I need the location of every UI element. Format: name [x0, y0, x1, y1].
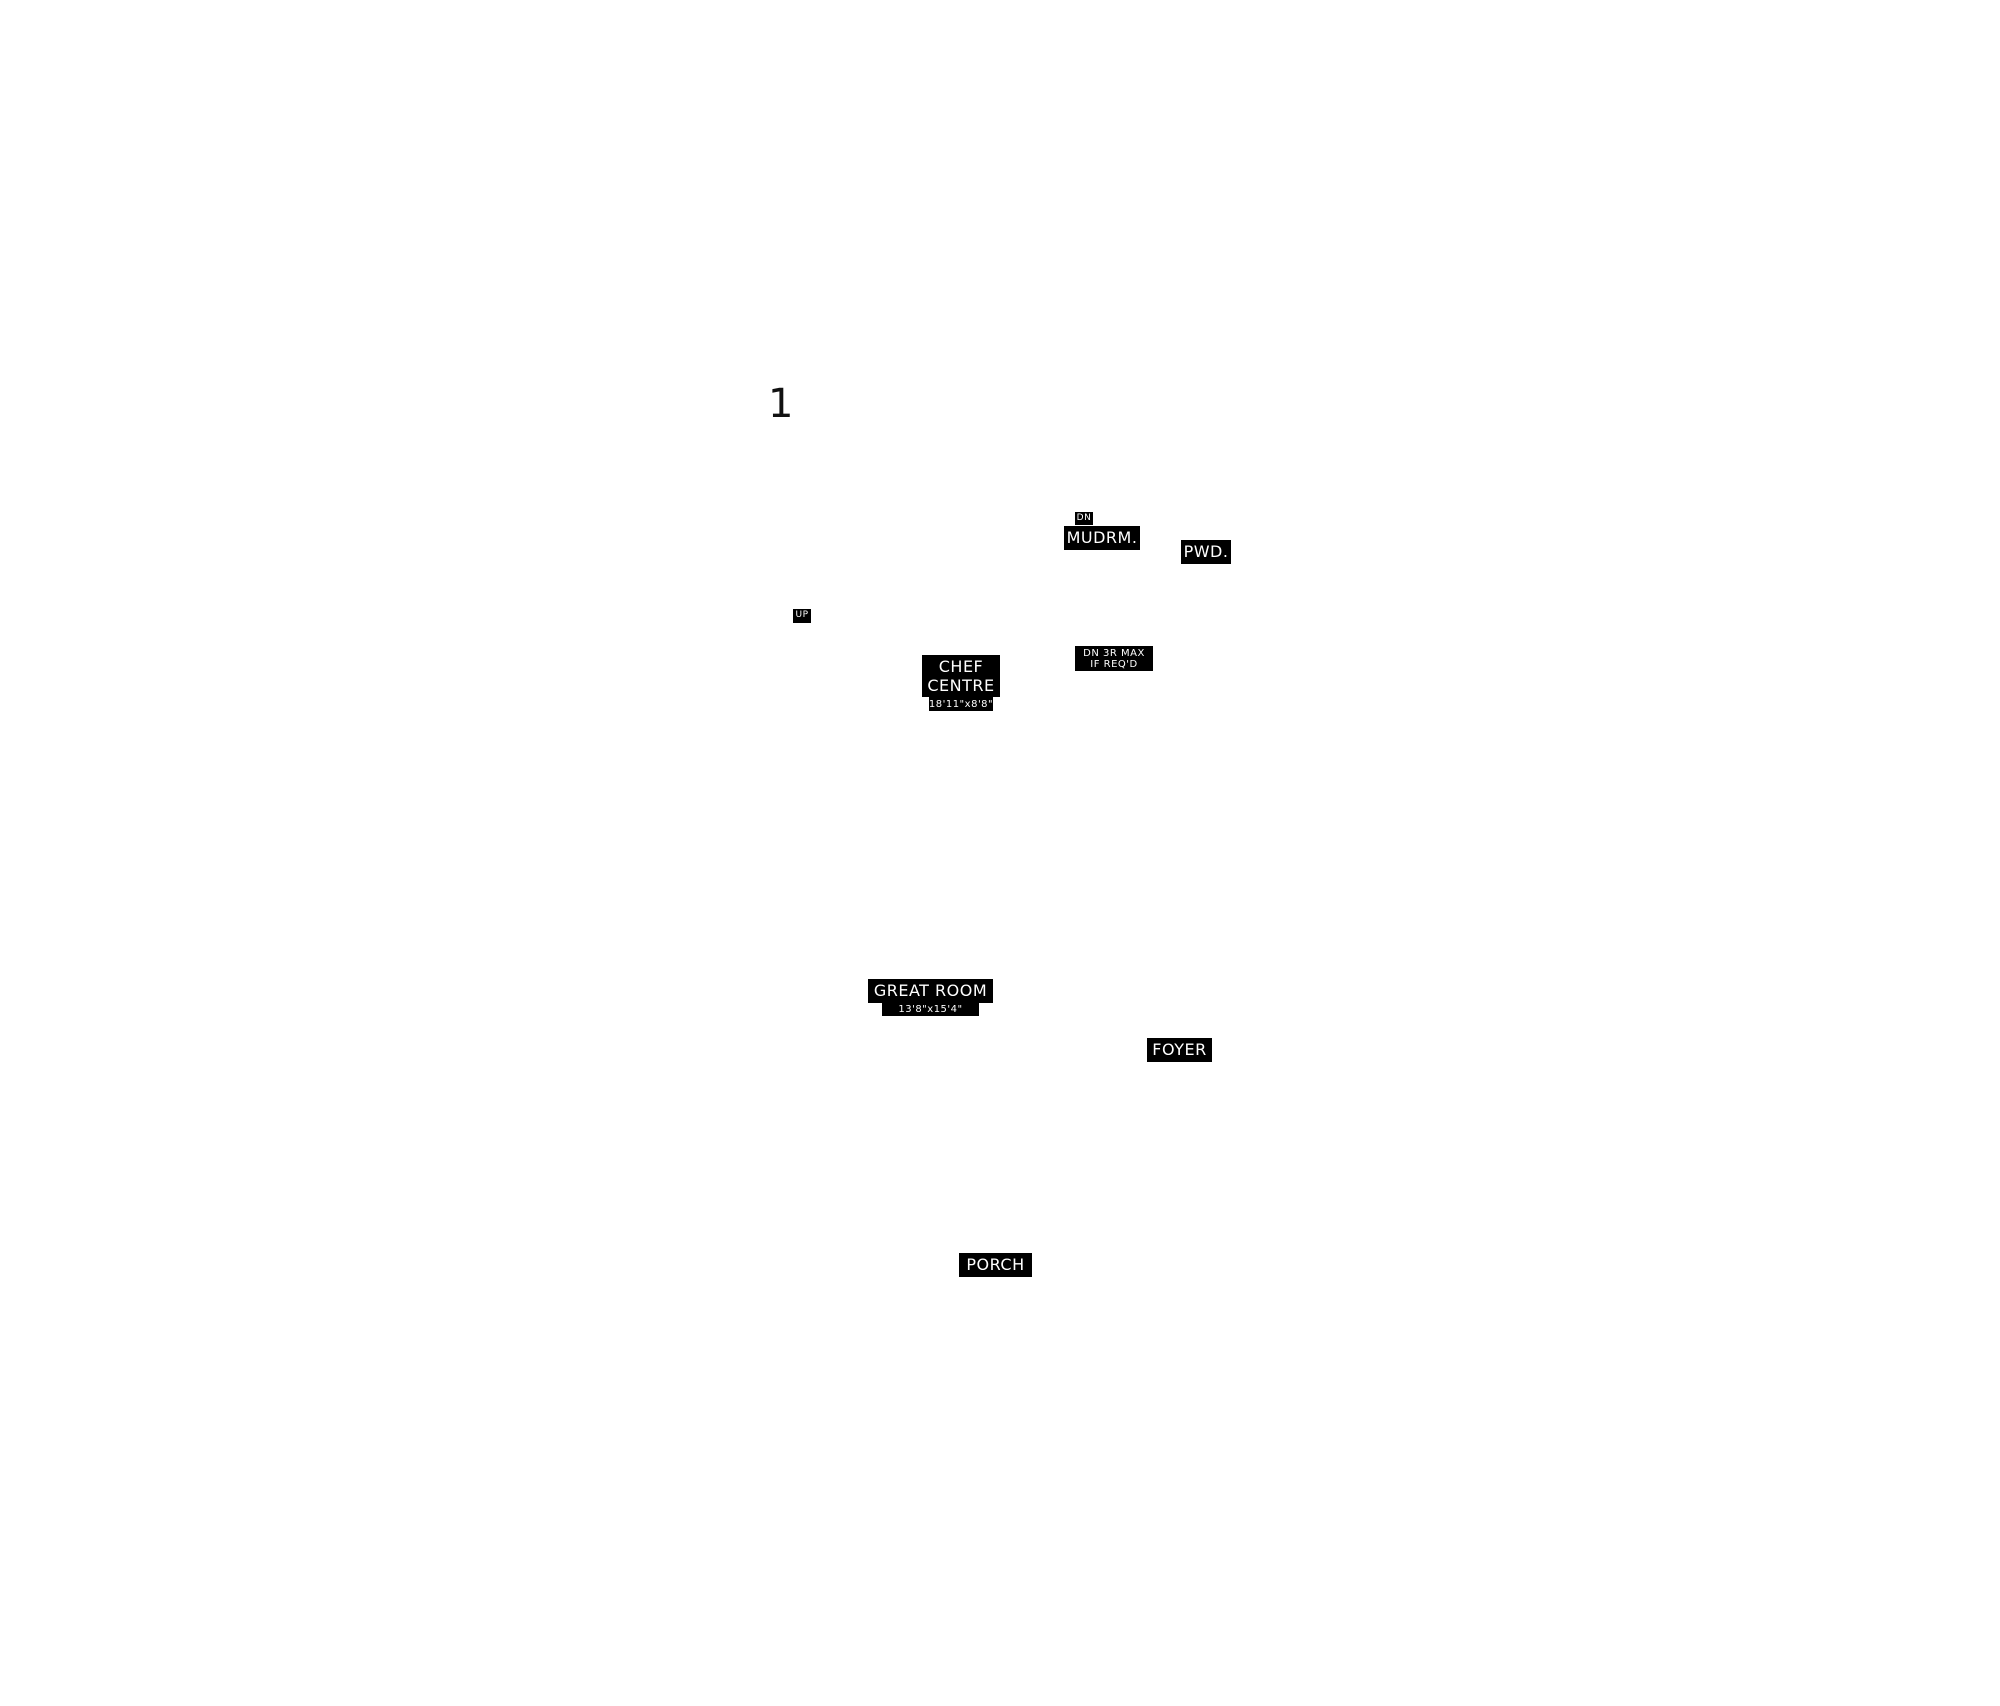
chef-centre-dimension: 18'11"x8'8"	[929, 697, 993, 711]
stair-up-label: UP	[793, 609, 811, 623]
mudroom-label: MUDRM.	[1064, 526, 1140, 550]
stair-down-text: DN	[1076, 512, 1092, 523]
chef-centre-label: CHEF CENTRE	[922, 655, 1000, 697]
porch-label: PORCH	[959, 1253, 1032, 1277]
great-room-label: GREAT ROOM	[868, 979, 993, 1003]
stair-down-3r-label: DN 3R MAX IF REQ'D	[1075, 646, 1153, 671]
foyer-label: FOYER	[1147, 1038, 1212, 1062]
great-room-dimension-text: 13'8"x15'4"	[898, 1003, 963, 1015]
foyer-text: FOYER	[1152, 1040, 1207, 1060]
powder-room-label: PWD.	[1181, 540, 1231, 564]
page-number: 1	[768, 381, 794, 427]
porch-text: PORCH	[966, 1255, 1025, 1275]
great-room-text: GREAT ROOM	[873, 981, 988, 1001]
stair-down-3r-line2: IF REQ'D	[1090, 658, 1138, 670]
stair-up-text: UP	[795, 610, 809, 621]
powder-room-text: PWD.	[1183, 542, 1229, 562]
chef-centre-line1: CHEF	[938, 656, 984, 676]
chef-centre-dimension-text: 18'11"x8'8"	[928, 698, 994, 710]
great-room-dimension: 13'8"x15'4"	[882, 1002, 979, 1016]
stair-down-3r-line1: DN 3R MAX	[1083, 647, 1145, 659]
stair-down-label: DN	[1075, 512, 1093, 525]
mudroom-text: MUDRM.	[1066, 528, 1138, 548]
chef-centre-line2: CENTRE	[927, 676, 995, 695]
